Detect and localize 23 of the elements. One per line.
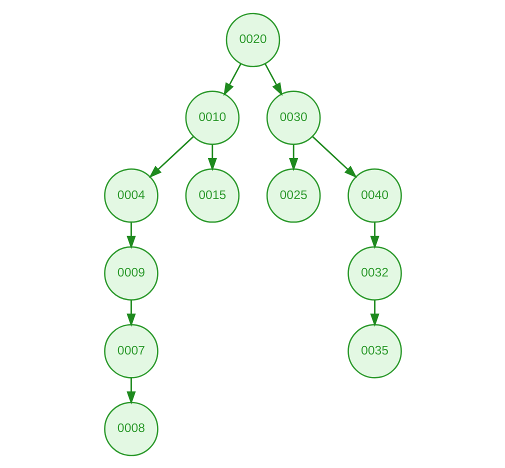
arrow [126,222,136,248]
arrow [264,62,282,96]
node-circle: 0009 [104,246,158,300]
arrow [207,144,216,171]
node-circle: 0004 [104,168,158,222]
arrow [126,377,136,404]
arrow [370,300,379,326]
node-circle: 0035 [347,324,402,378]
arrow [370,222,379,248]
node-circle: 0007 [104,324,158,378]
arrow [311,135,357,178]
node-circle: 0030 [266,90,320,144]
node-circle: 0020 [225,12,280,67]
arrow [223,62,241,96]
arrow [288,144,298,171]
node-circle: 0015 [184,168,240,222]
node-circle: 0025 [266,168,320,222]
node-circle: 0008 [104,401,158,456]
arrow [126,300,136,326]
node-circle: 0040 [347,168,402,222]
arrow [148,135,194,178]
node-circle: 0010 [184,90,240,144]
node-circle: 0032 [347,246,402,300]
